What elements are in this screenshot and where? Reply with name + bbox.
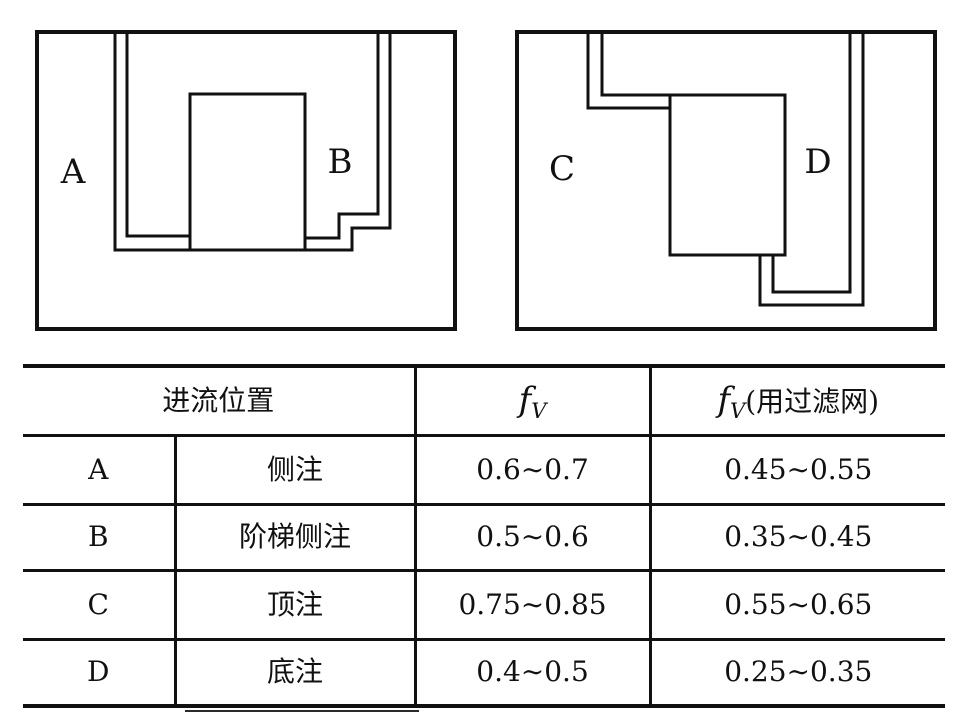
- row-a-fv-filter: 0.45∼0.55: [648, 434, 946, 506]
- table-row-a: A 侧注 0.6∼0.7 0.45∼0.55: [23, 434, 946, 506]
- table-row-b: B 阶梯侧注 0.5∼0.6 0.35∼0.45: [23, 503, 946, 572]
- header-fv-filter: fV(用过滤网): [648, 364, 946, 437]
- mold-outline-left: [35, 30, 457, 331]
- casting-cavity-left: [188, 92, 307, 252]
- row-a-position: 侧注: [173, 434, 417, 506]
- gate-a-channel: [113, 30, 192, 252]
- table-row-d: D 底注 0.4∼0.5 0.25∼0.35: [23, 638, 946, 708]
- gate-b-channel: [303, 30, 392, 252]
- gating-table: 进流位置 fV fV(用过滤网) A 侧注 0.6∼0.7 0.45∼0.55 …: [23, 364, 946, 708]
- row-d-position: 底注: [173, 638, 417, 708]
- gating-table-wrap: 进流位置 fV fV(用过滤网) A 侧注 0.6∼0.7 0.45∼0.55 …: [23, 364, 946, 708]
- fv-filter-suffix: (用过滤网): [745, 385, 880, 419]
- row-a-letter: A: [23, 434, 177, 506]
- row-a-fv: 0.6∼0.7: [413, 434, 652, 506]
- table-row-c: C 顶注 0.75∼0.85 0.55∼0.65: [23, 569, 946, 641]
- row-c-fv: 0.75∼0.85: [413, 569, 652, 641]
- label-b: B: [328, 142, 353, 182]
- fv-symbol: fV: [519, 382, 547, 422]
- gating-diagrams: A B C D: [35, 30, 937, 331]
- row-c-letter: C: [23, 569, 177, 641]
- gate-d-channel: [758, 30, 865, 307]
- diagram-top-bottom-gating: C D: [515, 30, 937, 331]
- row-c-position: 顶注: [173, 569, 417, 641]
- fv-sub: V: [531, 399, 547, 424]
- fv-filter-sub: V: [730, 399, 746, 424]
- scan-artifact-line: [185, 710, 419, 712]
- mold-outline-right: [515, 30, 937, 331]
- gate-c-channel: [586, 30, 672, 110]
- fv-filter-f: f: [717, 380, 731, 421]
- label-c: C: [549, 149, 575, 189]
- header-fv: fV: [413, 364, 652, 437]
- row-d-fv-filter: 0.25∼0.35: [648, 638, 946, 708]
- label-d: D: [804, 142, 831, 182]
- row-d-letter: D: [23, 638, 177, 708]
- fv-filter-symbol: fV: [717, 382, 745, 422]
- table-header-row: 进流位置 fV fV(用过滤网): [23, 364, 946, 437]
- row-b-position: 阶梯侧注: [173, 503, 417, 572]
- fv-f: f: [518, 380, 532, 421]
- label-a: A: [60, 152, 86, 192]
- header-position: 进流位置: [23, 364, 417, 437]
- diagram-side-gating: A B: [35, 30, 457, 331]
- row-b-fv-filter: 0.35∼0.45: [648, 503, 946, 572]
- row-c-fv-filter: 0.55∼0.65: [648, 569, 946, 641]
- row-b-letter: B: [23, 503, 177, 572]
- row-b-fv: 0.5∼0.6: [413, 503, 652, 572]
- row-d-fv: 0.4∼0.5: [413, 638, 652, 708]
- casting-cavity-right: [668, 93, 787, 257]
